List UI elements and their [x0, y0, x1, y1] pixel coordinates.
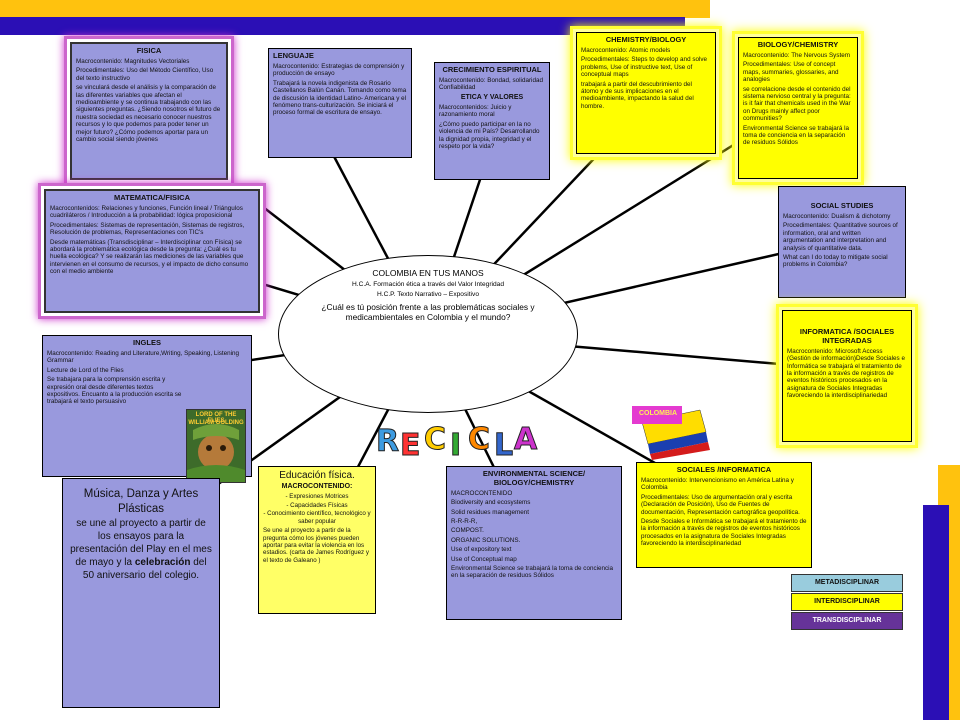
- box-lenguaje-title: LENGUAJE: [273, 51, 314, 60]
- box-ingles-title: INGLES: [133, 338, 161, 347]
- legend-metadisciplinar: METADISCIPLINAR: [791, 574, 903, 592]
- box-matematica-line: Desde matemáticas (Transdisciplinar – In…: [50, 238, 249, 276]
- central-title: COLOMBIA EN TUS MANOS: [372, 268, 484, 278]
- box-biology-chemistry: BIOLOGY/CHEMISTRY Macrocontenido: The Ne…: [738, 37, 858, 179]
- edfisica-line: - Capacidades Físicas: [286, 501, 348, 509]
- box-lenguaje-line: Trabajará la novela indigenista de Rosar…: [273, 79, 407, 117]
- box-informatica-title: INFORMATICA /SOCIALES INTEGRADAS: [799, 327, 895, 345]
- box-educacion-fisica: Educación física. MACROCONTENIDO: - Expr…: [258, 466, 376, 614]
- musica-text: se une al proyecto a partir de los ensay…: [70, 517, 212, 568]
- box-ingles-line: Macrocontenido: Reading and Literature,W…: [47, 349, 240, 365]
- box-lenguaje-line: Macrocontenido: Estrategias de comprensi…: [273, 62, 405, 78]
- box-sociales-line: Macrocontenido: Intervencionismo en Amér…: [641, 476, 794, 492]
- box-biochem-title: BIOLOGY/CHEMISTRY: [757, 40, 839, 49]
- box-environmental-line: COMPOST.: [451, 527, 484, 535]
- box-social-studies-line: Macrocontenido: Dualism & dichotomy: [783, 212, 891, 220]
- box-environmental-line: R-R-R-R,: [451, 517, 478, 525]
- box-sociales-line: Procedimentales: Uso de argumentación or…: [641, 493, 800, 516]
- edfisica-line: - Expresiones Motrices: [285, 493, 349, 501]
- box-environmental-title: ENVIRONMENTAL SCIENCE/ BIOLOGY/CHEMISTRY: [482, 469, 586, 487]
- box-environmental-line: Use of expository text: [451, 546, 512, 554]
- box-ingles-line: Se trabajara para la comprensión escrita…: [47, 376, 182, 406]
- box-fisica: FISICA Macrocontenido: Magnitudes Vector…: [70, 42, 228, 180]
- edfisica-line: - Conocimiento científico, tecnológico y…: [263, 510, 371, 525]
- flag-label: COLOMBIA: [638, 410, 678, 417]
- box-biochem-line: se correlacione desde el contenido del s…: [743, 85, 851, 123]
- box-environmental-line: MACROCONTENIDO: [451, 489, 513, 497]
- box-crecimiento-espiritual: CRECIMIENTO ESPIRITUAL Macrocontenido: B…: [434, 62, 550, 180]
- legend-interdisciplinar: INTERDISCIPLINAR: [791, 593, 903, 611]
- box-chembio-title: CHEMISTRY/BIOLOGY: [605, 35, 687, 44]
- box-sociales-line: Desde Sociales e Informática se trabajar…: [641, 517, 807, 548]
- box-matematica-fisica: MATEMATICA/FISICA Macrocontenidos: Relac…: [44, 189, 260, 313]
- box-fisica-line: Procedimentales: Uso del Método Científi…: [76, 67, 214, 82]
- box-biochem-line: Environmental Science se trabajará la to…: [743, 124, 850, 147]
- recycle-letter: C: [424, 422, 446, 457]
- box-crecimiento-title: CRECIMIENTO ESPIRITUAL: [442, 65, 542, 74]
- box-biochem-line: Macrocontenido: The Nervous System: [743, 51, 850, 59]
- recycle-letter: E: [400, 428, 421, 463]
- top-blue-bar: [0, 17, 685, 35]
- box-matematica-title: MATEMATICA/FISICA: [114, 193, 190, 202]
- recycle-letter: L: [494, 428, 513, 463]
- box-ingles-line: Lecture de Lord of the Flies: [47, 366, 124, 374]
- book-title: LORD OF THE FLIES: [195, 412, 237, 424]
- edfisica-title: Educación física.: [279, 470, 355, 481]
- box-biochem-line: Procedimentales: Use of concept maps, su…: [743, 61, 839, 84]
- box-crecimiento-line: Macrocontenidos: Juicio y razonamiento m…: [439, 103, 512, 119]
- central-question: ¿Cuál es tú posición frente a las proble…: [321, 302, 535, 322]
- colombia-flag-image: COLOMBIA: [628, 404, 710, 460]
- box-chembio-line: Macrocontenido: Atomic models: [581, 46, 671, 54]
- box-social-studies: SOCIAL STUDIES Macrocontenido: Dualism &…: [778, 186, 906, 298]
- right-blue-bar: [923, 505, 949, 720]
- box-crecimiento-line: ¿Cómo puedo participar en la no violenci…: [439, 120, 540, 151]
- book-cover-image: LORD OF THE FLIES WILLIAM GOLDING: [186, 409, 246, 483]
- box-environmental-line: Use of Conceptual map: [451, 555, 517, 563]
- box-lenguaje: LENGUAJE Macrocontenido: Estrategias de …: [268, 48, 412, 158]
- box-sociales-informatica: SOCIALES /INFORMATICA Macrocontenido: In…: [636, 462, 812, 568]
- box-sociales-title: SOCIALES /INFORMATICA: [676, 465, 772, 474]
- box-matematica-line: Procedimentales: Sistemas de representac…: [50, 221, 245, 237]
- box-crecimiento-line: Macrocontenido: Bondad, solidaridad Conf…: [439, 76, 543, 92]
- box-social-studies-line: What can I do today to mitigate social p…: [783, 253, 888, 269]
- box-fisica-title: FISICA: [136, 46, 162, 55]
- musica-text-end: del 50 aniversario del colegio.: [82, 556, 207, 581]
- recycle-letter: I: [450, 428, 461, 463]
- legend-transdisciplinar: TRANSDISCIPLINAR: [791, 612, 903, 630]
- colombia-flag-icon: [632, 406, 710, 460]
- box-crecimiento-subtitle: ETICA Y VALORES: [460, 93, 524, 101]
- recycle-letters-art: R E C I C L A: [376, 422, 539, 464]
- box-fisica-line: Macrocontenido: Magnitudes Vectoriales: [76, 57, 190, 65]
- box-musica-danza: Música, Danza y Artes Plásticas se une a…: [62, 478, 220, 708]
- box-social-studies-title: SOCIAL STUDIES: [810, 201, 874, 210]
- box-social-studies-line: Procedimentales: Quantitative sources of…: [783, 222, 898, 252]
- central-line-hcp: H.C.P. Texto Narrativo – Expositivo: [376, 291, 479, 298]
- box-environmental-science: ENVIRONMENTAL SCIENCE/ BIOLOGY/CHEMISTRY…: [446, 466, 622, 620]
- box-informatica-sociales: INFORMATICA /SOCIALES INTEGRADAS Macroco…: [782, 310, 912, 442]
- recycle-letter: C: [468, 422, 490, 457]
- musica-title: Música, Danza y Artes Plásticas: [83, 488, 199, 515]
- box-matematica-line: Macrocontenidos: Relaciones y funciones,…: [50, 204, 243, 220]
- box-environmental-line: ORGANIC SOLUTIONS.: [451, 536, 521, 544]
- edfisica-line: Se une al proyecto a partir de la pregun…: [263, 527, 369, 564]
- box-chemistry-biology: CHEMISTRY/BIOLOGY Macrocontenido: Atomic…: [576, 32, 716, 154]
- musica-bold: celebración: [134, 556, 191, 568]
- box-chembio-line: trabajará a partir del descubrimiento de…: [581, 80, 694, 110]
- recycle-graphic: R E C I C L A: [372, 409, 548, 471]
- central-topic-ellipse: COLOMBIA EN TUS MANOS H.C.A. Formación é…: [278, 255, 578, 413]
- book-author: WILLIAM GOLDING: [188, 420, 244, 426]
- top-orange-bar: [0, 0, 710, 18]
- recycle-letter: R: [376, 424, 399, 459]
- box-environmental-line: Biodiversity and ecosystems: [451, 499, 531, 507]
- box-environmental-line: Environmental Science se trabajará la to…: [451, 565, 614, 580]
- edfisica-subtitle: MACROCONTENIDO:: [281, 483, 353, 490]
- box-fisica-line: se vinculará desde el análisis y la comp…: [76, 84, 221, 144]
- box-chembio-line: Procedimentales: Steps to develop and so…: [581, 56, 708, 79]
- box-environmental-line: Solid residues management: [451, 508, 530, 516]
- central-line-hca: H.C.A. Formación ética a través del Valo…: [352, 281, 504, 288]
- book-cover-art: [187, 410, 245, 482]
- box-informatica-line: Macrocontenido: Microsoft Access (Gestió…: [787, 347, 905, 400]
- recycle-letter: A: [514, 422, 538, 457]
